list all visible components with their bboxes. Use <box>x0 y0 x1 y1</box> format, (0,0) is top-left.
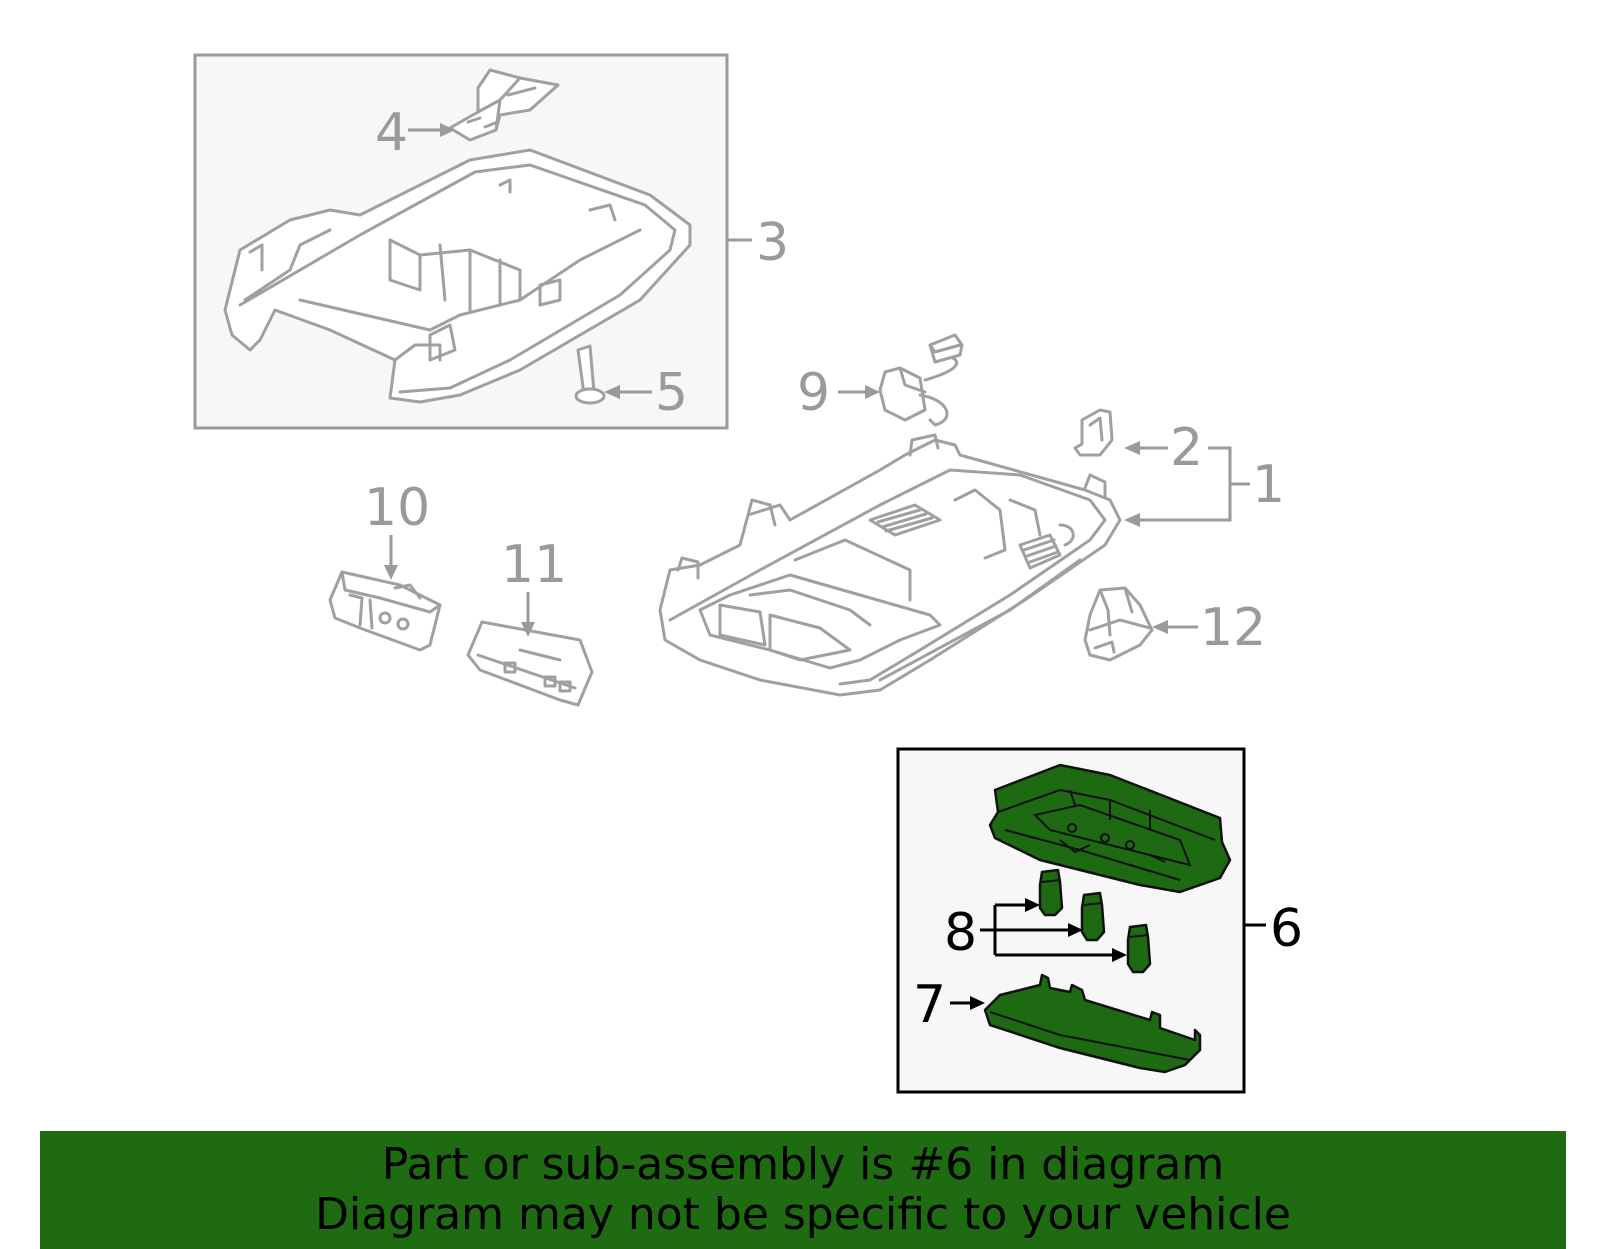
part-5-pin <box>574 344 606 405</box>
part-11-panel <box>466 620 594 707</box>
part-6-lamp-housing <box>988 763 1232 894</box>
callout-2: 2 <box>1170 418 1203 478</box>
part-8-bulb-1 <box>1038 868 1064 917</box>
callout-10: 10 <box>364 478 430 538</box>
part-4-clip <box>448 68 560 142</box>
callout-7: 7 <box>913 975 946 1035</box>
banner-line-1: Part or sub-assembly is #6 in diagram <box>381 1139 1225 1190</box>
callout-9: 9 <box>797 363 830 423</box>
part-2-clip <box>1073 408 1114 457</box>
part-8-bulb-3 <box>1126 923 1152 974</box>
banner-line-2: Diagram may not be specific to your vehi… <box>315 1189 1291 1240</box>
callout-12: 12 <box>1200 598 1266 658</box>
info-banner: Part or sub-assembly is #6 in diagram Di… <box>40 1131 1566 1249</box>
callout-6: 6 <box>1270 899 1303 959</box>
callout-5: 5 <box>655 363 688 423</box>
callout-1: 1 <box>1252 455 1285 515</box>
part-8-bulb-2 <box>1080 891 1106 942</box>
part-1-overhead-console <box>658 433 1122 697</box>
part-7-lens <box>983 973 1202 1074</box>
part-9-connector <box>878 333 964 427</box>
part-10-switch <box>328 570 442 652</box>
part-3-console-frame <box>223 148 692 404</box>
part-12-sensor <box>1083 586 1154 662</box>
callout-4: 4 <box>375 103 408 163</box>
callout-8: 8 <box>944 903 977 963</box>
callout-11: 11 <box>501 535 567 595</box>
callout-3: 3 <box>756 213 789 273</box>
